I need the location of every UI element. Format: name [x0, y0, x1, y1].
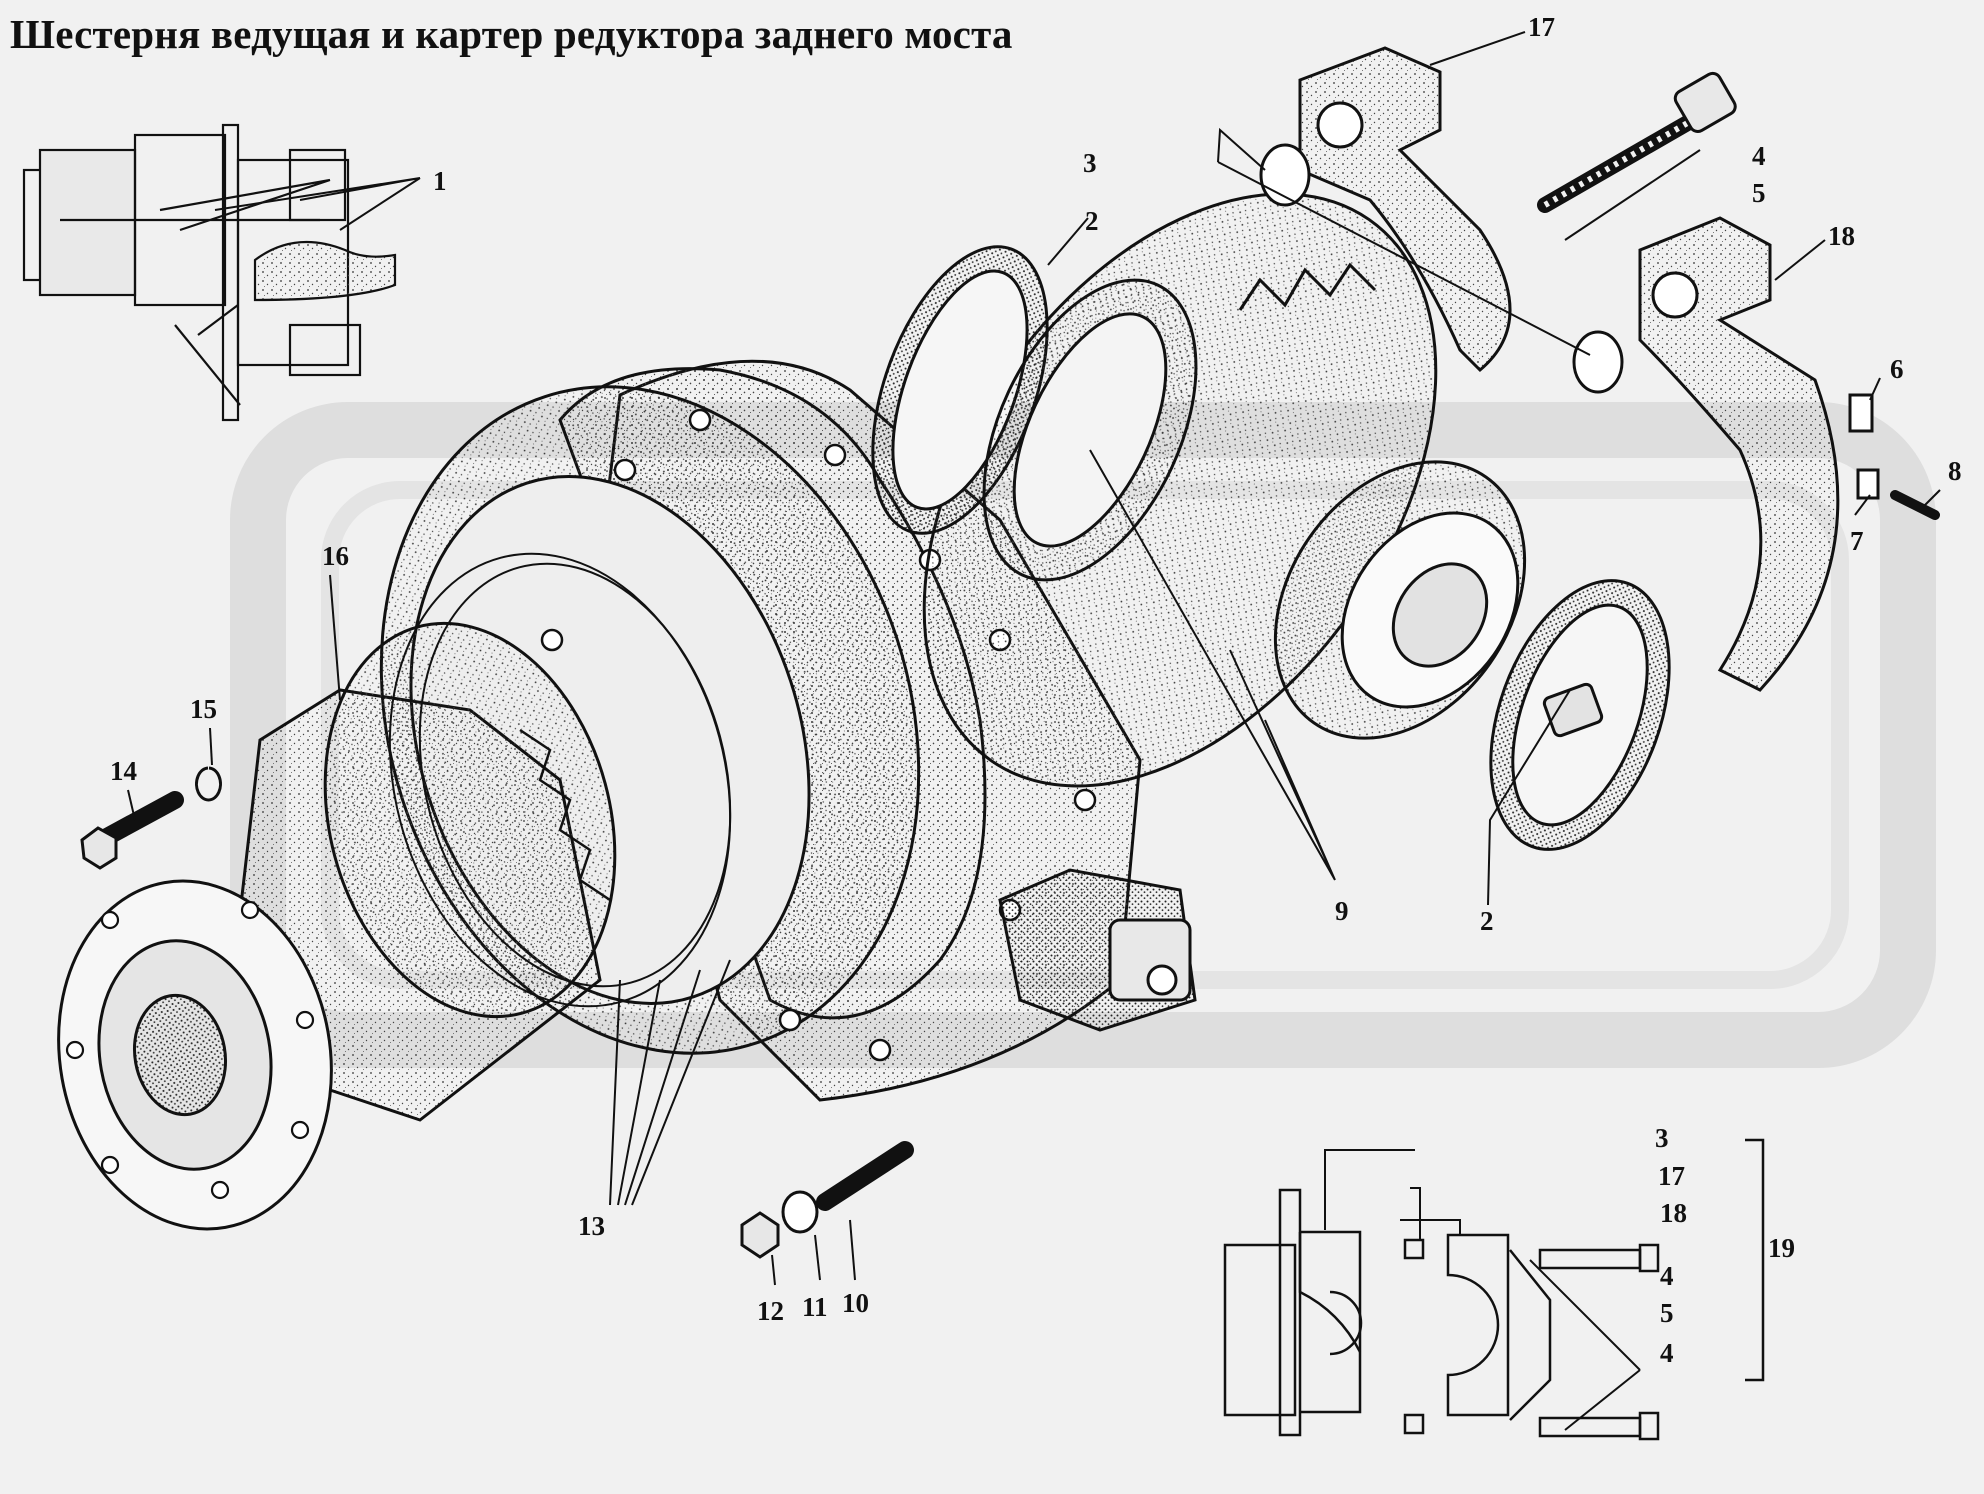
callout-16: 16: [322, 541, 349, 571]
callout-11: 11: [802, 1292, 828, 1322]
callout-9: 9: [1335, 896, 1349, 926]
callout-2-bottom: 2: [1480, 906, 1494, 936]
callout-14: 14: [110, 756, 137, 786]
callout-5-detail: 5: [1660, 1298, 1674, 1328]
callout-13: 13: [578, 1211, 605, 1241]
bearing-caps: [1259, 46, 1940, 692]
callout-6: 6: [1890, 354, 1904, 384]
fasteners: [80, 766, 914, 1259]
callout-17: 17: [1528, 12, 1555, 42]
callout-10: 10: [842, 1288, 869, 1318]
callout-19: 19: [1768, 1233, 1795, 1263]
callout-17-detail: 17: [1658, 1161, 1685, 1191]
callout-5: 5: [1752, 178, 1766, 208]
callout-18-detail: 18: [1660, 1198, 1687, 1228]
callout-2-top: 2: [1085, 206, 1099, 236]
callout-3: 3: [1083, 148, 1097, 178]
callout-18: 18: [1828, 221, 1855, 251]
callout-15: 15: [190, 694, 217, 724]
callout-labels: 1 2 3 4 5 17 18 6 7 8 9 2 16 15 14 13 12…: [110, 12, 1962, 1368]
callout-1: 1: [433, 166, 447, 196]
callout-4: 4: [1752, 141, 1766, 171]
callout-4-detail-top: 4: [1660, 1261, 1674, 1291]
cap-detail-inset: [1223, 1138, 1765, 1441]
callout-8: 8: [1948, 456, 1962, 486]
front-cover: [57, 552, 732, 1231]
callout-4-detail-bottom: 4: [1660, 1338, 1674, 1368]
inset-assembly: [22, 123, 397, 422]
ring-gear-bearings: [871, 192, 1671, 851]
callout-12: 12: [757, 1296, 784, 1326]
diagram-title: Шестерня ведущая и картер редуктора задн…: [10, 11, 1013, 57]
callout-3-detail: 3: [1655, 1123, 1669, 1153]
leader-lines: [127, 31, 1941, 1431]
callout-7: 7: [1850, 526, 1864, 556]
